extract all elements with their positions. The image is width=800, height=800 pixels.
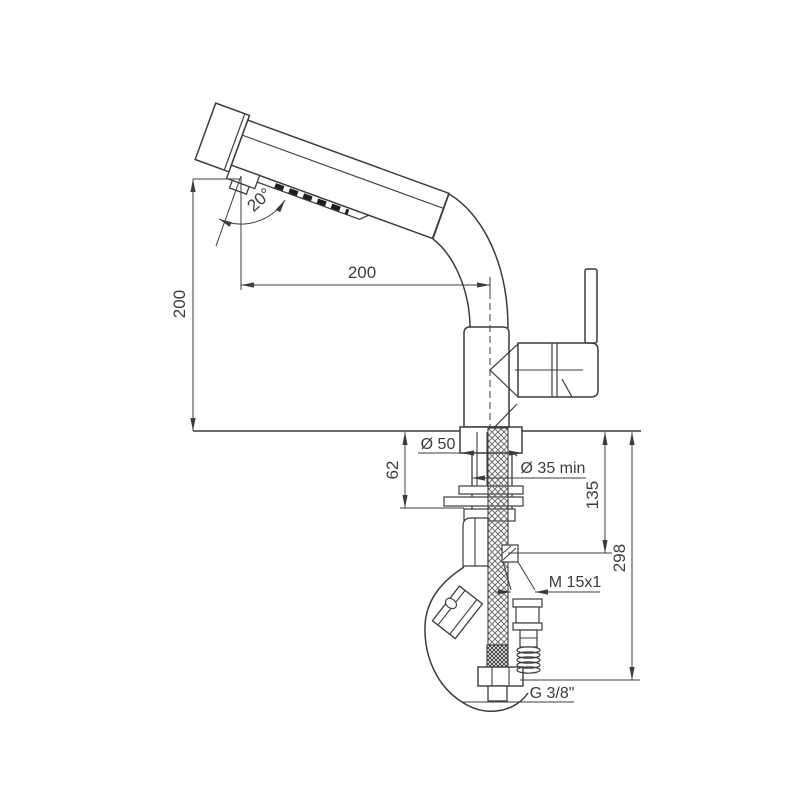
mounting-area: [193, 426, 641, 567]
body-column: [463, 326, 510, 428]
faucet-body: [463, 292, 519, 457]
braided-hose: [487, 427, 509, 646]
dimension-labels: 200 200 20° Ø 50 62 Ø 35 min 135 298 M 1…: [170, 184, 629, 702]
dim-label-mounting-depth: 62: [383, 461, 402, 480]
fitting-facet-2: [449, 599, 478, 635]
spout-cap-seam: [223, 113, 246, 171]
fitting-body: [431, 585, 484, 640]
spout-neck-seam: [432, 193, 450, 240]
hose-coil-spring: [516, 646, 541, 674]
dim-label-spout-reach: 200: [348, 263, 376, 282]
supply-hex-nut: [477, 666, 524, 687]
ext-diag-m15-2: [517, 561, 536, 591]
dim-label-supply-thread: G 3/8": [530, 685, 575, 702]
m15-cap: [512, 598, 543, 608]
neck-elbow: [432, 193, 509, 329]
stub-hatch-2: [502, 545, 512, 554]
dim-label-hole-diameter: Ø 35 min: [521, 460, 586, 477]
spout-tube: [230, 119, 450, 240]
spray-angle-arc: [218, 199, 286, 227]
neck-outer-curve: [448, 193, 509, 329]
compression-fitting: [431, 585, 484, 640]
dim-label-hose2: 298: [610, 544, 629, 572]
handle-skirt-seam: [561, 378, 573, 398]
handle-assembly: [515, 268, 599, 398]
dim-label-base-diameter: Ø 50: [421, 436, 456, 453]
washer-wide: [443, 496, 524, 507]
loop-hose-curve: [424, 566, 529, 712]
loop-hose-group: [424, 544, 529, 712]
supply-thread-tube: [487, 685, 508, 702]
stub-hatch-1: [502, 547, 517, 561]
m15-flange: [512, 622, 543, 631]
dim-label-spray-hose-thread: M 15x1: [549, 574, 602, 591]
neck-inner-curve: [432, 238, 471, 329]
spout-assembly: [194, 102, 450, 240]
dimensions: [190, 175, 640, 703]
handle-lever: [584, 268, 598, 344]
spray-outlet-dashes: [274, 183, 350, 215]
dim-label-hose1: 135: [583, 481, 602, 509]
ext-diag-m15-1: [502, 561, 512, 591]
spout-highlight-line: [242, 134, 444, 209]
hose-crimp-sleeve: [486, 644, 509, 669]
m15-hose-group: [512, 598, 543, 674]
fitting-port: [444, 597, 457, 610]
spray-angle-tilted-line: [215, 175, 242, 247]
dim-label-spout-height: 200: [170, 290, 189, 318]
braided-hose-group: [477, 427, 524, 702]
m15-body: [515, 606, 540, 624]
